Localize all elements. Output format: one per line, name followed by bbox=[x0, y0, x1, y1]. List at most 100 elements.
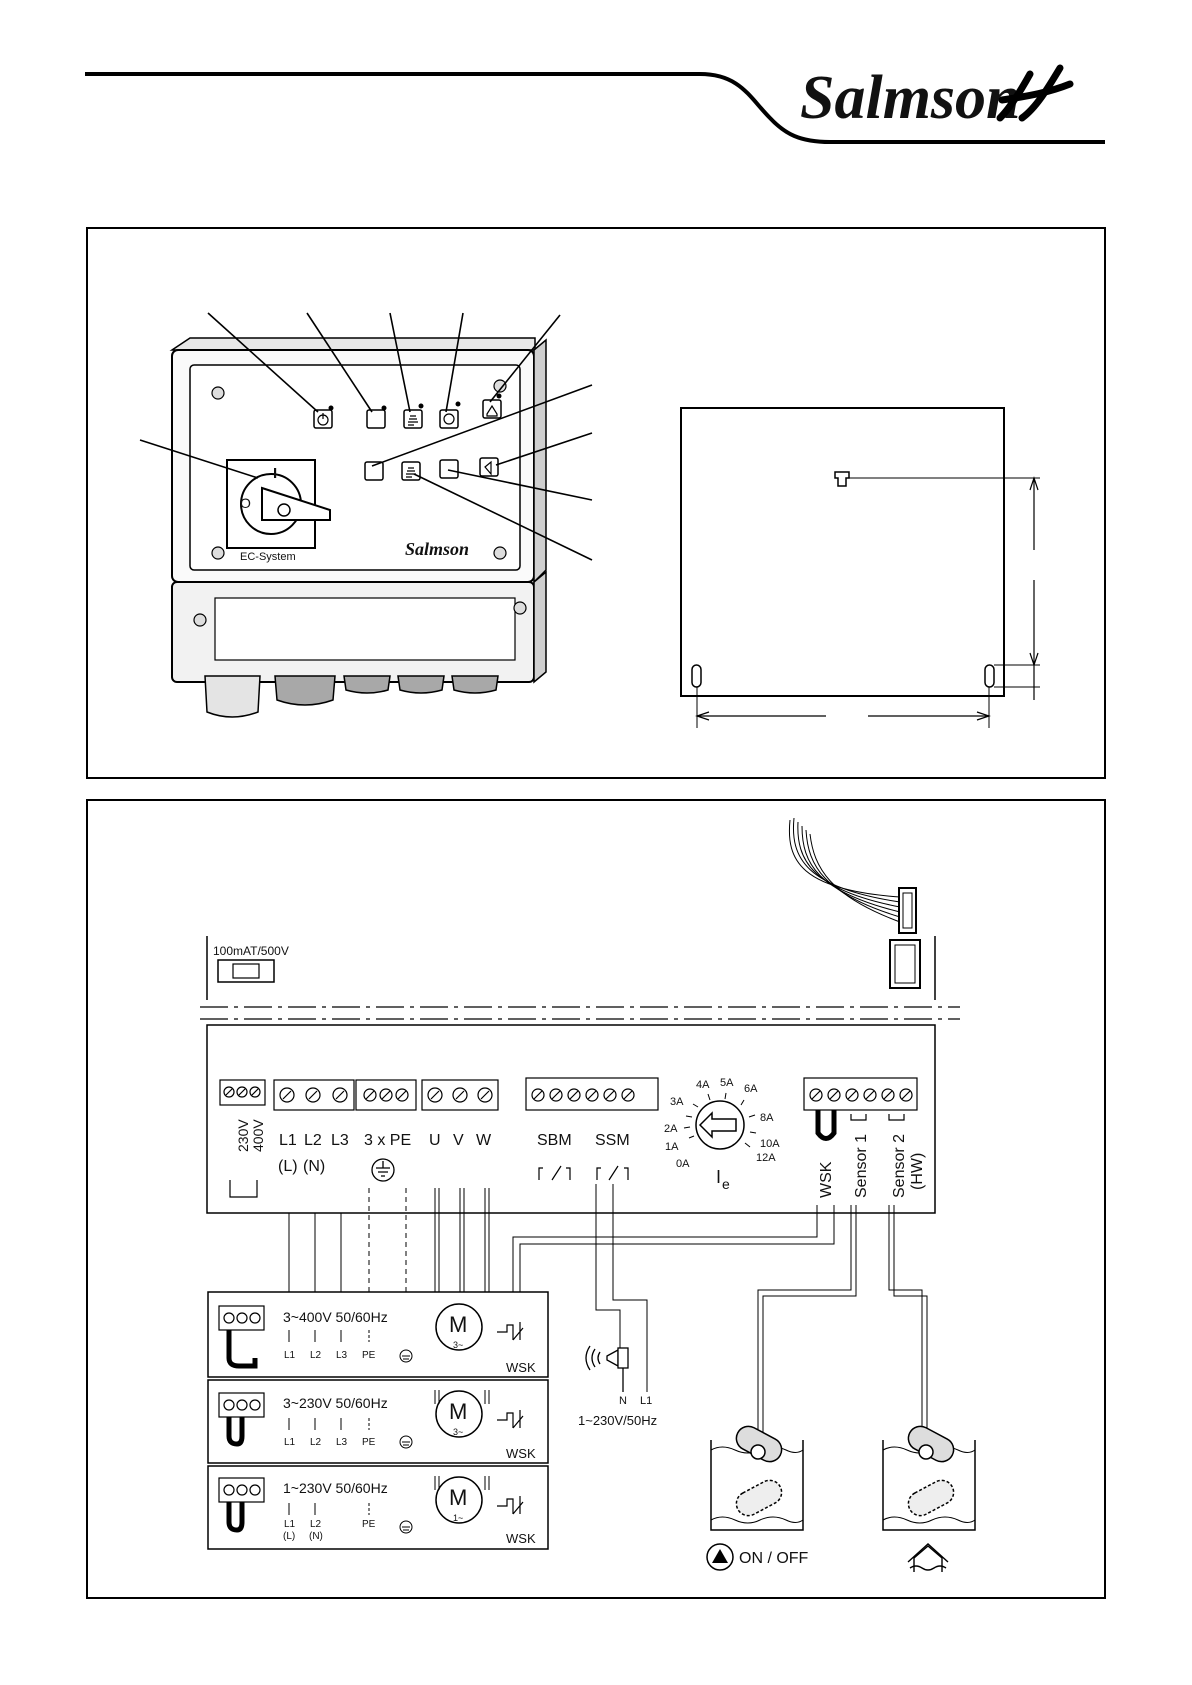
wsk-jumper bbox=[818, 1110, 834, 1139]
config-1-motor-phase: 3~ bbox=[453, 1340, 463, 1350]
mounting-plate bbox=[681, 408, 1004, 696]
box-lower-side bbox=[534, 572, 546, 682]
dial-value-12a: 12A bbox=[756, 1152, 776, 1164]
alarm-mute-button[interactable] bbox=[480, 458, 498, 476]
terminal-sensor-1: Sensor 1 bbox=[853, 1134, 870, 1198]
float-switch-tank-2 bbox=[883, 1422, 975, 1530]
supply-select-400v: 400V bbox=[250, 1119, 266, 1152]
reset-button[interactable] bbox=[367, 410, 385, 428]
float-switch-2-upper bbox=[904, 1422, 958, 1466]
config-2-term-pe: PE bbox=[362, 1437, 376, 1448]
terminal-sensor-2-hw: (HW) bbox=[909, 1153, 926, 1190]
config-1-supply: 3~400V 50/60Hz bbox=[283, 1309, 388, 1325]
dial-value-6a: 6A bbox=[744, 1083, 758, 1095]
config-panel-3x400v bbox=[208, 1292, 548, 1377]
terminal-ssm: SSM bbox=[595, 1132, 630, 1149]
current-dial[interactable] bbox=[684, 1093, 756, 1149]
config-3-motor-phase: 1~ bbox=[453, 1513, 463, 1523]
high-water-button[interactable] bbox=[483, 400, 501, 418]
config-3-supply: 1~230V 50/60Hz bbox=[283, 1480, 388, 1496]
earth-icon bbox=[372, 1159, 394, 1181]
config-2-wsk: WSK bbox=[506, 1446, 536, 1461]
terminal-u: U bbox=[429, 1132, 441, 1149]
config-2-motor-phase: 3~ bbox=[453, 1427, 463, 1437]
sensor-brackets bbox=[851, 1114, 904, 1120]
switch-off-label: O bbox=[240, 495, 251, 511]
fuse-label: 100mAT/500V bbox=[213, 944, 289, 958]
terminal-strips bbox=[274, 1078, 917, 1110]
float-switch-tank-1 bbox=[711, 1422, 803, 1530]
config-3-motor: M bbox=[449, 1485, 467, 1510]
terminal-v: V bbox=[453, 1132, 464, 1149]
dial-value-4a: 4A bbox=[696, 1079, 710, 1091]
config-1-motor: M bbox=[449, 1312, 467, 1337]
alarm-supply: 1~230V/50Hz bbox=[578, 1413, 657, 1428]
config-2-term-l3: L3 bbox=[336, 1437, 348, 1448]
dial-value-8a: 8A bbox=[760, 1112, 774, 1124]
mounting-template bbox=[681, 408, 1040, 728]
dial-value-3a: 3A bbox=[670, 1096, 684, 1108]
switch-on-label: I bbox=[273, 465, 277, 482]
dial-label: I bbox=[716, 1167, 721, 1187]
config-1-term-l2: L2 bbox=[310, 1350, 322, 1361]
terminal-sensor-2: Sensor 2 bbox=[891, 1134, 908, 1198]
terminal-l3: L3 bbox=[331, 1132, 349, 1149]
config-3-term-l2: L2 bbox=[310, 1519, 322, 1530]
config-1-term-pe: PE bbox=[362, 1350, 376, 1361]
config-2-term-l2: L2 bbox=[310, 1437, 322, 1448]
header: Salmson bbox=[85, 64, 1105, 142]
box-lower-panel bbox=[215, 598, 515, 660]
config-3-term-n-sub: (N) bbox=[309, 1531, 323, 1542]
config-1-term-l1: L1 bbox=[284, 1350, 296, 1361]
config-2-supply: 3~230V 50/60Hz bbox=[283, 1395, 388, 1411]
config-3-term-l1: L1 bbox=[284, 1519, 296, 1530]
terminal-pe: 3 x PE bbox=[364, 1132, 411, 1149]
terminal-l1: L1 bbox=[279, 1132, 297, 1149]
brand-logo: Salmson bbox=[800, 64, 1021, 132]
config-3-wsk: WSK bbox=[506, 1531, 536, 1546]
box-right-side bbox=[534, 340, 546, 582]
config-1-wsk: WSK bbox=[506, 1360, 536, 1375]
supply-select-230v: 230V bbox=[235, 1119, 251, 1152]
dial-label-sub: e bbox=[722, 1176, 730, 1192]
terminal-n-sub: (N) bbox=[303, 1158, 325, 1175]
fuse-body bbox=[233, 964, 259, 978]
box-top-face bbox=[172, 338, 535, 350]
relay-contact-symbols bbox=[539, 1166, 628, 1180]
cable-glands bbox=[205, 676, 498, 717]
config-panels bbox=[208, 1292, 548, 1549]
dial-value-10a: 10A bbox=[760, 1138, 780, 1150]
pump-on-off-icon bbox=[707, 1544, 733, 1570]
dial-value-2a: 2A bbox=[664, 1123, 678, 1135]
blank-button[interactable] bbox=[440, 460, 458, 478]
dial-value-0a: 0A bbox=[676, 1158, 690, 1170]
device-brand-label: Salmson bbox=[405, 539, 469, 559]
auto-button[interactable] bbox=[440, 410, 458, 428]
terminal-wsk: WSK bbox=[818, 1161, 835, 1198]
terminal-w: W bbox=[476, 1132, 492, 1149]
main-switch-pivot bbox=[278, 504, 290, 516]
terminal-sbm: SBM bbox=[537, 1132, 572, 1149]
high-water-house-icon bbox=[908, 1544, 948, 1572]
ribbon-cable bbox=[789, 818, 916, 933]
alarm-term-l1: L1 bbox=[640, 1395, 652, 1407]
config-3-term-pe: PE bbox=[362, 1519, 376, 1530]
dial-value-5a: 5A bbox=[720, 1077, 734, 1089]
ribbon-connector bbox=[899, 888, 916, 933]
config-3-term-l-sub: (L) bbox=[283, 1531, 295, 1542]
alarm-horn-icon bbox=[586, 1346, 628, 1392]
control-box-illustration bbox=[172, 338, 546, 717]
config-1-term-l3: L3 bbox=[336, 1350, 348, 1361]
alarm-term-n: N bbox=[619, 1395, 627, 1407]
config-2-motor: M bbox=[449, 1399, 467, 1424]
device-model-label: EC-System bbox=[240, 551, 296, 563]
config-2-term-l1: L1 bbox=[284, 1437, 296, 1448]
terminal-l-sub: (L) bbox=[278, 1158, 298, 1175]
float-on-off-label: ON / OFF bbox=[739, 1550, 809, 1567]
float-switch-1-lower bbox=[732, 1476, 786, 1520]
terminal-l2: L2 bbox=[304, 1132, 322, 1149]
pcb-upper bbox=[200, 936, 960, 1019]
float-switch-2-lower bbox=[904, 1476, 958, 1520]
dial-value-1a: 1A bbox=[665, 1141, 679, 1153]
